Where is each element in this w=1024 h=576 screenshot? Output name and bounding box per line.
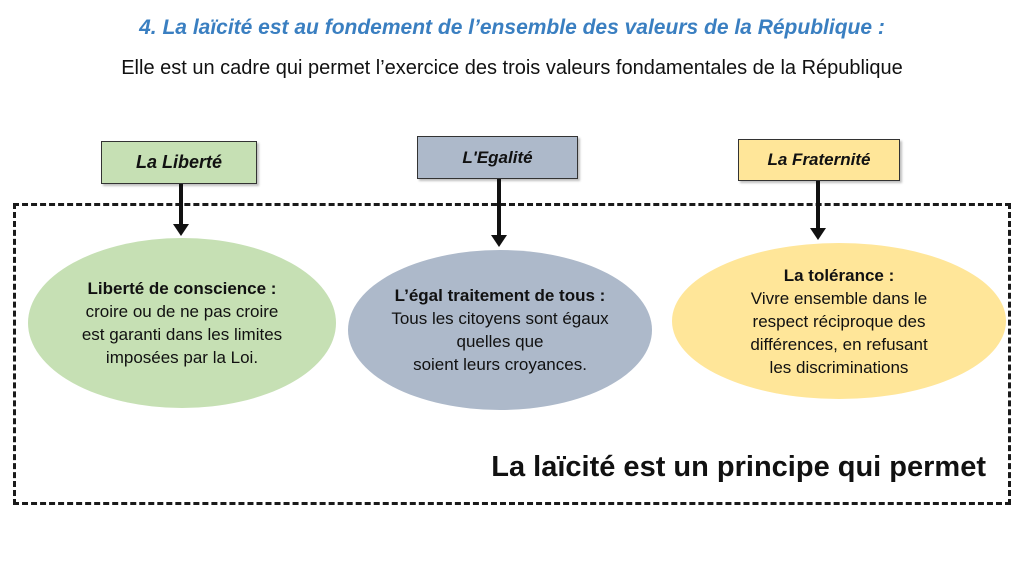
value-label-egalite: L'Egalité <box>462 147 533 167</box>
ellipse-line: Vivre ensemble dans le <box>750 288 928 308</box>
ellipse-line: différences, en refusant <box>750 334 928 354</box>
ellipse-line: les discriminations <box>769 357 909 377</box>
ellipse-line: soient leurs croyances. <box>413 355 587 374</box>
arrow-down-icon <box>491 179 507 247</box>
ellipse-line: respect réciproque des <box>752 311 926 331</box>
value-label-fraternite: La Fraternité <box>767 150 871 169</box>
value-box-liberte: La Liberté <box>101 141 257 184</box>
ellipse-fraternite: La tolérance : Vivre ensemble dans le re… <box>672 243 1006 399</box>
ellipse-line: Tous les citoyens sont égaux <box>391 309 609 328</box>
slide-title: 4. La laïcité est au fondement de l’ense… <box>139 16 885 39</box>
ellipse-heading: La tolérance : <box>783 265 895 285</box>
slide-subtitle: Elle est un cadre qui permet l’exercice … <box>121 57 903 79</box>
value-box-fraternite: La Fraternité <box>738 139 900 181</box>
ellipse-heading: Liberté de conscience : <box>87 279 277 298</box>
arrow-down-icon <box>810 181 826 240</box>
ellipse-egalite: L’égal traitement de tous : Tous les cit… <box>348 250 652 410</box>
ellipse-liberte: Liberté de conscience : croire ou de ne … <box>28 238 336 408</box>
laicite-frame <box>13 203 1011 505</box>
value-label-liberte: La Liberté <box>135 152 223 172</box>
ellipse-line: imposées par la Loi. <box>105 348 259 367</box>
frame-caption: La laïcité est un principe qui permet <box>491 451 986 483</box>
ellipse-line: quelles que <box>456 332 544 351</box>
ellipse-heading: L’égal traitement de tous : <box>394 286 606 305</box>
ellipse-line: est garanti dans les limites <box>81 325 283 344</box>
arrow-down-icon <box>173 184 189 236</box>
ellipse-line: croire ou de ne pas croire <box>85 302 279 321</box>
value-box-egalite: L'Egalité <box>417 136 578 179</box>
